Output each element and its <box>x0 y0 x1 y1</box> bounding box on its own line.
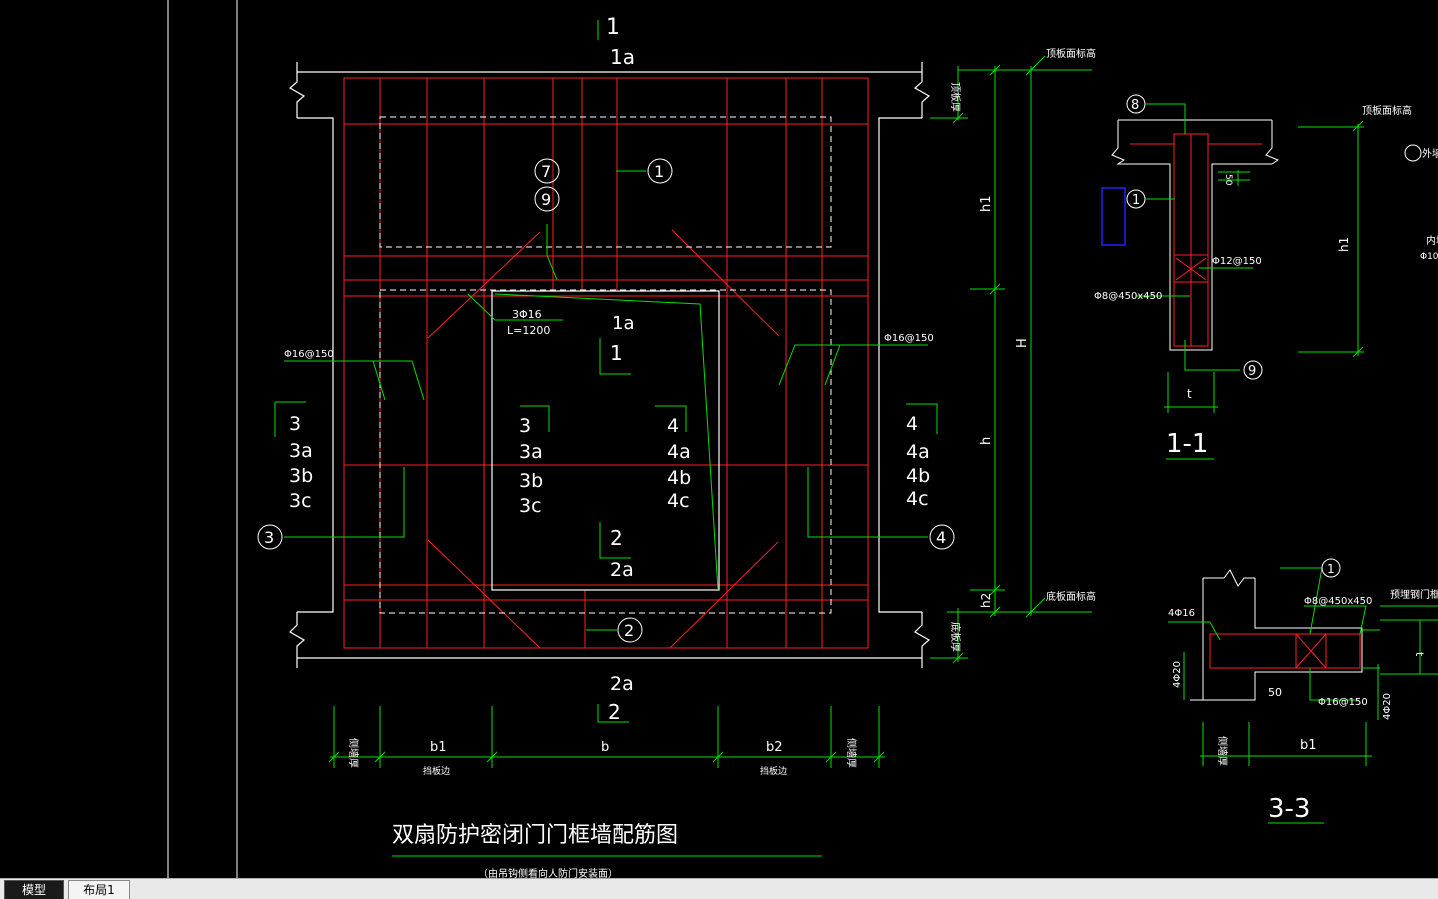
s33-50: 50 <box>1268 686 1282 699</box>
s33-b1: b1 <box>1300 738 1317 753</box>
reference-balloons <box>257 158 955 643</box>
drawing-subtitle: （由吊钩侧看向人防门安装面） <box>478 867 618 878</box>
section-1-1-label: 1-1 <box>1166 429 1208 459</box>
inner-cut-1: 1 <box>610 341 623 365</box>
bottom-cut-top: 2a <box>610 673 634 695</box>
drawing-frame <box>167 0 238 878</box>
dim-lap-right: 挡板边 <box>760 765 787 777</box>
tab-layout1[interactable]: 布局1 <box>68 880 130 899</box>
balloon-9-text: 9 <box>541 190 551 209</box>
section-3-3-label: 3-3 <box>1268 794 1310 824</box>
s33-balloon-1-text: 1 <box>1327 562 1335 576</box>
rebar-3phi16: 3Φ16 <box>512 308 542 321</box>
edge-label-3: Φ10@ <box>1420 252 1438 262</box>
left-group-0: 3 <box>289 413 301 435</box>
inner-left-group-0: 3 <box>519 415 531 437</box>
rebar-length: L=1200 <box>507 324 550 337</box>
edge-label-1: 外墙 <box>1422 147 1438 160</box>
s33-label: 预埋钢门框 <box>1390 588 1438 601</box>
right-group-1: 4a <box>906 441 930 463</box>
s33-side-wall: 侧墙厚 <box>1216 736 1229 766</box>
s11-phi8: Φ8@450x450 <box>1094 291 1162 302</box>
s11-balloon-9-text: 9 <box>1248 364 1256 379</box>
s33-4phi16: 4Φ16 <box>1168 608 1195 619</box>
top-cut-number: 1 <box>606 15 620 40</box>
inner-right-group-2: 4b <box>667 467 691 489</box>
left-group-3: 3c <box>289 490 312 512</box>
left-group-1: 3a <box>289 440 313 462</box>
right-group-0: 4 <box>906 413 918 435</box>
inner-cut-1a: 1a <box>612 313 634 334</box>
s11-top-elev: 顶板面标高 <box>1362 104 1412 117</box>
section-3-3-drawing <box>1168 558 1438 824</box>
dashed-outlines <box>379 116 832 614</box>
dim-b2: b2 <box>766 740 783 755</box>
s11-h1: h1 <box>1337 237 1351 252</box>
top-cut-sub: 1a <box>610 45 635 69</box>
dim-h1: h1 <box>979 195 994 212</box>
inner-left-group-3: 3c <box>519 495 542 517</box>
balloon-1-text: 1 <box>654 162 664 181</box>
s11-50: 50 <box>1223 174 1233 186</box>
balloon-7-text: 7 <box>541 162 551 181</box>
left-group-2: 3b <box>289 465 313 487</box>
edge-label-2: 内墙 <box>1426 234 1438 247</box>
leader-lines <box>274 20 938 723</box>
s33-t: t <box>1413 652 1426 657</box>
section-1-1-drawing <box>1101 94 1422 460</box>
drawing-text: 1 1a 1 7 9 3Φ16 L=1200 1a 1 Φ16@150 Φ16@… <box>264 15 1438 878</box>
dim-side-wall-right: 侧墙厚 <box>845 738 858 768</box>
phi16-150-right: Φ16@150 <box>884 333 934 344</box>
dim-side-wall-left: 侧墙厚 <box>347 738 360 768</box>
s11-t: t <box>1187 387 1192 401</box>
inner-right-group-1: 4a <box>667 441 691 463</box>
inner-cut-2: 2 <box>610 526 623 550</box>
right-group-3: 4c <box>906 488 929 510</box>
dim-bottom-slab: 底板厚 <box>949 622 962 652</box>
balloon-4-text: 4 <box>936 528 946 547</box>
s33-4phi20-left: 4Φ20 <box>1172 661 1183 688</box>
phi16-150-left: Φ16@150 <box>284 349 334 360</box>
s11-balloon-1-text: 1 <box>1132 193 1140 208</box>
inner-left-group-1: 3a <box>519 441 543 463</box>
inner-right-group-0: 4 <box>667 415 679 437</box>
s33-phi16: Φ16@150 <box>1318 697 1368 708</box>
door-opening <box>491 290 720 591</box>
rebar-grid <box>343 77 869 649</box>
inner-left-group-2: 3b <box>519 470 543 492</box>
bottom-cut-number: 2 <box>608 700 621 724</box>
vertical-dimensions <box>930 55 1092 664</box>
drawing-title: 双扇防护密闭门门框墙配筋图 <box>392 823 678 848</box>
s11-phi12: Φ12@150 <box>1212 256 1262 267</box>
dim-top-slab: 顶板厚 <box>949 82 962 112</box>
inner-right-group-3: 4c <box>667 490 690 512</box>
balloon-3-text: 3 <box>264 528 274 547</box>
right-group-2: 4b <box>906 465 930 487</box>
s33-4phi20-right: 4Φ20 <box>1382 693 1393 720</box>
dim-H: H <box>1015 338 1030 348</box>
cad-model-canvas[interactable]: 1 1a 1 7 9 3Φ16 L=1200 1a 1 Φ16@150 Φ16@… <box>0 0 1438 878</box>
s33-phi8: Φ8@450x450 <box>1304 596 1372 607</box>
label-top-elev: 顶板面标高 <box>1046 47 1096 60</box>
balloon-8-text: 8 <box>1131 98 1139 113</box>
inner-cut-2a: 2a <box>610 559 634 581</box>
dim-b: b <box>601 740 609 755</box>
tab-model[interactable]: 模型 <box>4 880 64 899</box>
layout-tab-bar: 模型 布局1 <box>0 878 1438 899</box>
dim-lap-left: 挡板边 <box>423 765 450 777</box>
label-bottom-elev: 底板面标高 <box>1046 590 1096 603</box>
rotated-text: 顶板厚 底板厚 h1 h H h2 侧墙厚 侧墙厚 h1 50 4Φ20 4Φ2… <box>347 82 1426 768</box>
dim-b1: b1 <box>430 740 447 755</box>
wall-outline <box>288 62 931 668</box>
balloon-2-text: 2 <box>624 621 634 640</box>
horizontal-dimensions <box>328 706 885 857</box>
dim-h: h <box>979 437 994 445</box>
dim-h2: h2 <box>979 593 993 608</box>
